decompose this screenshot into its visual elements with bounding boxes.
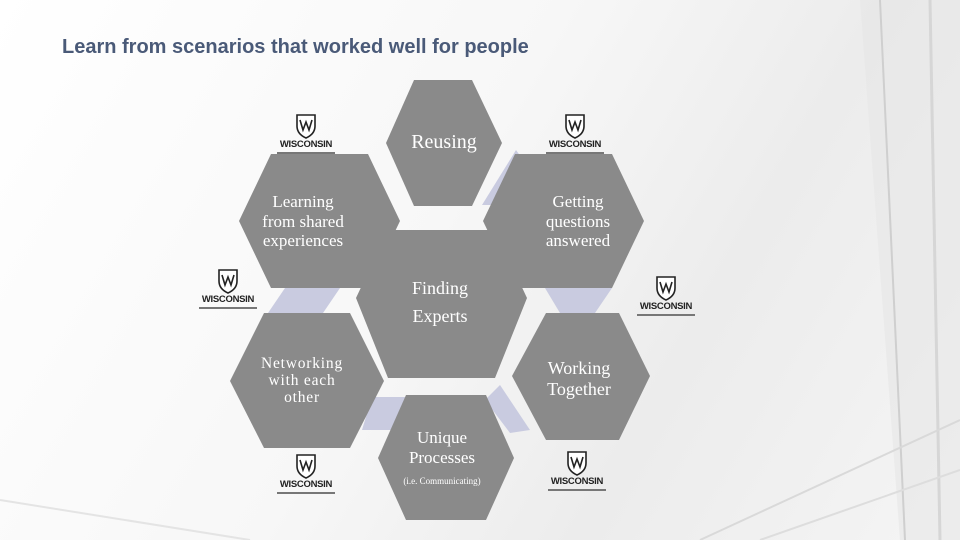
label-finding-experts: Finding Experts <box>411 278 468 326</box>
wisconsin-logo-bottom-left: WISCONSIN <box>271 453 341 503</box>
wisconsin-crest-icon <box>567 451 587 476</box>
wisconsin-crest-icon <box>565 114 585 139</box>
hexagon-reusing <box>386 80 502 206</box>
hexagon-finding-experts <box>356 230 527 378</box>
hexagon-working-together <box>512 313 650 440</box>
hexagon-networking <box>230 313 384 448</box>
hexagon-learning <box>239 154 400 288</box>
wisconsin-crest-icon <box>656 276 676 301</box>
logo-tagline-bar <box>637 314 695 316</box>
hexagon-unique-processes <box>378 395 514 520</box>
wisconsin-crest-icon <box>296 454 316 479</box>
connector-left <box>268 288 340 313</box>
label-learning: Learning from shared experiences <box>262 192 344 251</box>
label-unique-processes: Unique Processes (i.e. Communicating) <box>403 428 481 487</box>
wisconsin-crest-icon <box>296 114 316 139</box>
connector-bottom-right <box>485 385 530 433</box>
wisconsin-crest-icon <box>218 269 238 294</box>
wisconsin-logo-mid-left: WISCONSIN <box>193 268 263 318</box>
logo-tagline-bar <box>199 307 257 309</box>
label-networking: Networking with each other <box>260 355 344 407</box>
label-working-together: Working Together <box>547 358 611 399</box>
label-reusing: Reusing <box>411 131 477 153</box>
logo-tagline-bar <box>277 492 335 494</box>
logo-tagline-bar <box>277 152 335 154</box>
hexagon-getting-questions <box>483 154 644 288</box>
page-title: Learn from scenarios that worked well fo… <box>62 36 529 58</box>
wisconsin-logo-mid-right: WISCONSIN <box>631 275 701 325</box>
wisconsin-logo-bottom-right: WISCONSIN <box>542 450 612 500</box>
logo-tagline-bar <box>548 489 606 491</box>
label-getting-questions: Getting questions answered <box>545 192 611 251</box>
wisconsin-logo-top-left: WISCONSIN <box>271 113 341 163</box>
logo-tagline-bar <box>546 152 604 154</box>
connector-right <box>545 288 612 313</box>
wisconsin-logo-top-right: WISCONSIN <box>540 113 610 163</box>
